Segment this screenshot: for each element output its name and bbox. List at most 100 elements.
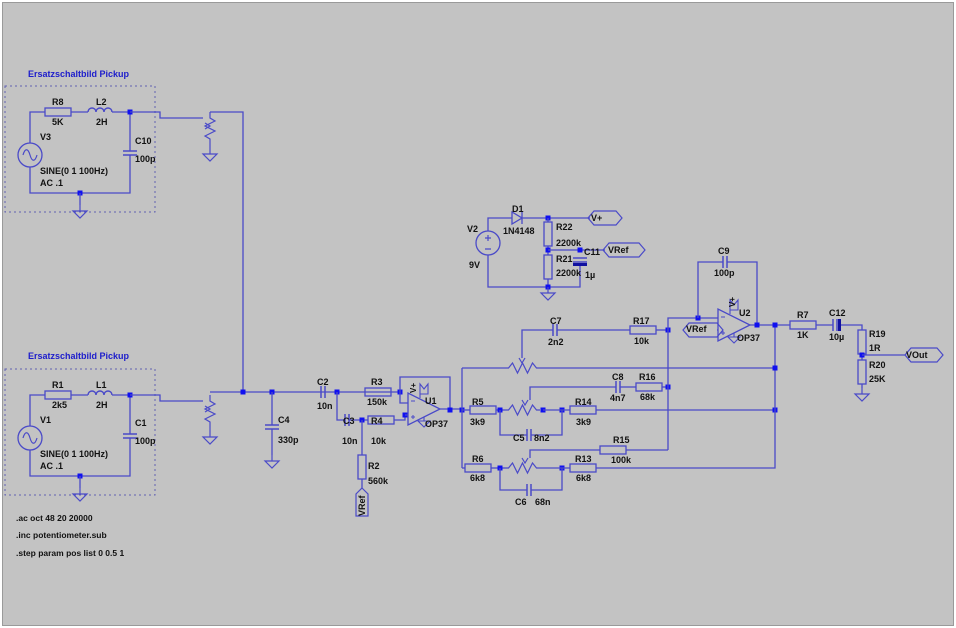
r5-value[interactable]: 3k9	[470, 417, 485, 427]
r15-name[interactable]: R15	[613, 435, 630, 445]
wire[interactable]	[596, 325, 776, 469]
wire[interactable]	[531, 468, 563, 491]
r14-name[interactable]: R14	[575, 397, 592, 407]
wire[interactable]	[399, 376, 451, 410]
c9-name[interactable]: C9	[718, 246, 730, 256]
wire[interactable]	[29, 394, 45, 426]
v3-name[interactable]: V3	[40, 132, 51, 142]
wire[interactable]	[130, 111, 203, 119]
c5-value[interactable]: 8n2	[534, 433, 550, 443]
c11-name[interactable]: C11	[584, 247, 600, 257]
wire[interactable]	[499, 468, 527, 491]
r8-value[interactable]: 5K	[52, 117, 64, 127]
r3-name[interactable]: R3	[371, 377, 383, 387]
c8-value[interactable]: 4n7	[610, 393, 626, 403]
c2-value[interactable]: 10n	[317, 401, 333, 411]
wire[interactable]	[841, 324, 863, 330]
r4-value[interactable]: 10k	[371, 436, 387, 446]
r17-name[interactable]: R17	[633, 316, 650, 326]
r1-name[interactable]: R1	[52, 380, 64, 390]
wire[interactable]	[112, 394, 131, 434]
r20-value[interactable]: 25K	[869, 374, 886, 384]
l1-name[interactable]: L1	[96, 380, 107, 390]
c12-value[interactable]: 10µ	[829, 332, 844, 342]
r20-name[interactable]: R20	[869, 360, 886, 370]
c7-name[interactable]: C7	[550, 316, 562, 326]
c3-value[interactable]: 10n	[342, 436, 358, 446]
r17-value[interactable]: 10k	[634, 336, 650, 346]
u1-value[interactable]: OP37	[425, 419, 448, 429]
v1-value[interactable]: SINE(0 1 100Hz)	[40, 449, 108, 459]
r7-name[interactable]: R7	[797, 310, 809, 320]
c5-name[interactable]: C5	[513, 433, 525, 443]
r13-name[interactable]: R13	[575, 454, 592, 464]
c10-name[interactable]: C10	[135, 136, 152, 146]
u2-value[interactable]: OP37	[737, 333, 760, 343]
r21-name[interactable]: R21	[556, 254, 573, 264]
directive-ac[interactable]: .ac oct 48 20 20000	[16, 513, 93, 523]
l2-name[interactable]: L2	[96, 97, 107, 107]
c3-name[interactable]: C3	[343, 416, 355, 426]
c9-value[interactable]: 100p	[714, 268, 735, 278]
v1-ac[interactable]: AC .1	[40, 461, 63, 471]
r16-name[interactable]: R16	[639, 372, 656, 382]
c11-value[interactable]: 1µ	[585, 270, 595, 280]
c12-name[interactable]: C12	[829, 308, 846, 318]
r22-value[interactable]: 2200k	[556, 238, 582, 248]
c1-name[interactable]: C1	[135, 418, 147, 428]
r4-name[interactable]: R4	[371, 416, 383, 426]
v2-value[interactable]: 9V	[469, 260, 480, 270]
wire[interactable]	[529, 449, 600, 458]
r2-name[interactable]: R2	[368, 461, 380, 471]
l2-value[interactable]: 2H	[96, 117, 108, 127]
c2-name[interactable]: C2	[317, 377, 329, 387]
wire[interactable]	[531, 410, 563, 436]
wire[interactable]	[29, 111, 45, 143]
l1-value[interactable]: 2H	[96, 400, 108, 410]
r19-value[interactable]: 1R	[869, 343, 881, 353]
c4-name[interactable]: C4	[278, 415, 290, 425]
wire[interactable]	[529, 386, 616, 400]
r1-value[interactable]: 2k5	[52, 400, 67, 410]
wire[interactable]	[399, 392, 408, 404]
r22-name[interactable]: R22	[556, 222, 573, 232]
v3-value[interactable]: SINE(0 1 100Hz)	[40, 166, 108, 176]
c8-name[interactable]: C8	[612, 372, 624, 382]
wire[interactable]	[521, 329, 553, 358]
wire[interactable]	[112, 111, 131, 151]
r16-value[interactable]: 68k	[640, 392, 656, 402]
r15-value[interactable]: 100k	[611, 455, 632, 465]
r2-value[interactable]: 560k	[368, 476, 389, 486]
c6-name[interactable]: C6	[515, 497, 527, 507]
c4-value[interactable]: 330p	[278, 435, 299, 445]
c1-value[interactable]: 100p	[135, 436, 156, 446]
wire[interactable]	[487, 217, 512, 231]
u2-name[interactable]: U2	[739, 308, 751, 318]
r8-name[interactable]: R8	[52, 97, 64, 107]
u1-name[interactable]: U1	[425, 396, 437, 406]
v3-ac[interactable]: AC .1	[40, 178, 63, 188]
r19-name[interactable]: R19	[869, 329, 886, 339]
r21-value[interactable]: 2200k	[556, 268, 582, 278]
c7-value[interactable]: 2n2	[548, 337, 564, 347]
wire[interactable]	[210, 111, 244, 392]
wire[interactable]	[336, 392, 345, 421]
d1-name[interactable]: D1	[512, 204, 524, 214]
r14-value[interactable]: 3k9	[576, 417, 591, 427]
directive-inc[interactable]: .inc potentiometer.sub	[16, 530, 107, 540]
wire[interactable]	[697, 261, 723, 318]
r13-value[interactable]: 6k8	[576, 473, 591, 483]
r6-name[interactable]: R6	[472, 454, 484, 464]
wire[interactable]	[727, 261, 758, 325]
wire[interactable]	[499, 410, 527, 436]
r6-value[interactable]: 6k8	[470, 473, 485, 483]
c10-value[interactable]: 100p	[135, 154, 156, 164]
directive-step[interactable]: .step param pos list 0 0.5 1	[16, 548, 124, 558]
r5-name[interactable]: R5	[472, 397, 484, 407]
wire[interactable]	[667, 317, 718, 450]
d1-value[interactable]: 1N4148	[503, 226, 535, 236]
c6-value[interactable]: 68n	[535, 497, 551, 507]
wire[interactable]	[130, 394, 203, 402]
v2-name[interactable]: V2	[467, 224, 478, 234]
